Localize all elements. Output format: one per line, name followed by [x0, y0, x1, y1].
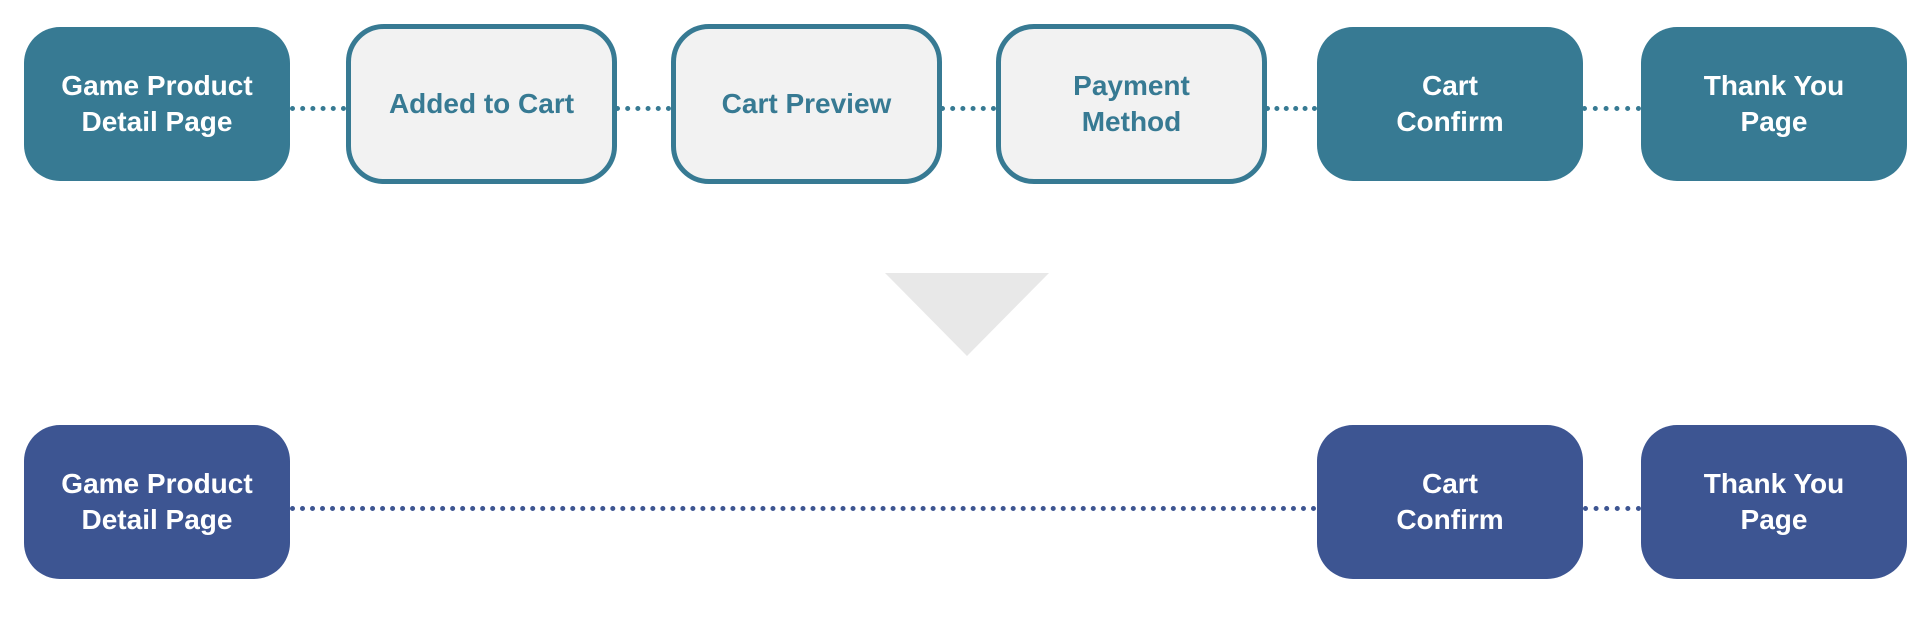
- connector: [1583, 506, 1641, 511]
- step-cart-confirm: Cart Confirm: [1317, 425, 1583, 579]
- connector: [290, 106, 346, 111]
- step-game-product-detail-page: Game Product Detail Page: [24, 425, 290, 579]
- down-arrow-icon: [885, 273, 1049, 356]
- step-cart-preview: Cart Preview: [671, 24, 942, 184]
- step-payment-method: Payment Method: [996, 24, 1267, 184]
- step-thank-you-page: Thank You Page: [1641, 425, 1907, 579]
- connector: [1582, 106, 1641, 111]
- step-added-to-cart: Added to Cart: [346, 24, 617, 184]
- connector: [615, 106, 671, 111]
- connector: [290, 506, 1317, 511]
- connector: [1265, 106, 1317, 111]
- connector: [940, 106, 996, 111]
- step-game-product-detail-page: Game Product Detail Page: [24, 27, 290, 181]
- step-thank-you-page: Thank You Page: [1641, 27, 1907, 181]
- step-cart-confirm: Cart Confirm: [1317, 27, 1583, 181]
